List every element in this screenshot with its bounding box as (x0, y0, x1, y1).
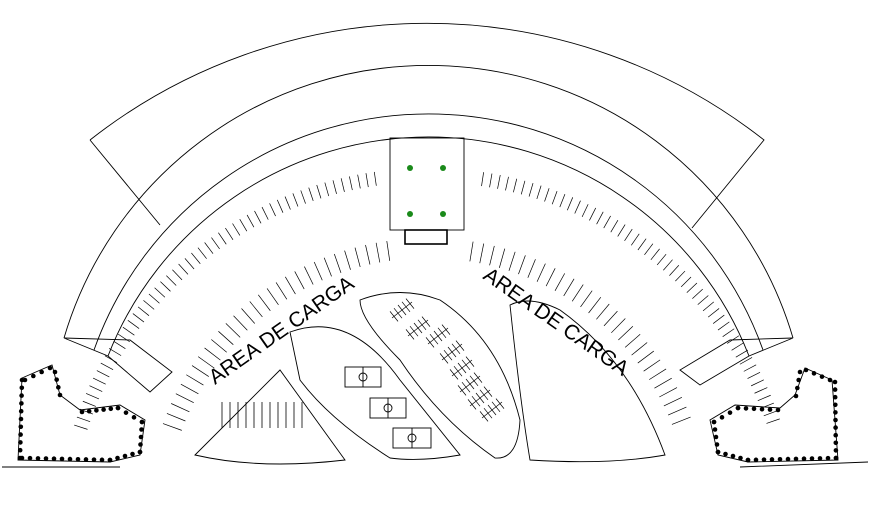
central-entry (404, 229, 448, 245)
building-inner-wall-2 (107, 136, 750, 357)
radial-parking-lines (74, 171, 780, 431)
central-plaza-trees (407, 165, 446, 217)
palm-trees (389, 298, 505, 422)
parking-lot-outline (194, 369, 346, 465)
garden-island-outline (359, 292, 521, 459)
court-2 (369, 397, 407, 419)
label-area-de-carga-right: AREA DE CARGA (479, 263, 633, 380)
building-outer-wall (63, 65, 794, 339)
sports-field-outline (289, 326, 461, 460)
ground-line (2, 461, 869, 468)
outer-canopy-outline (89, 22, 765, 229)
building-inner-wall (93, 113, 764, 351)
tree-dots (17, 365, 839, 463)
left-end-block (63, 337, 173, 393)
right-end-block (679, 337, 794, 386)
right-garden (709, 367, 839, 463)
court-1 (344, 366, 382, 388)
curved-island-outline (509, 300, 666, 463)
court-3 (392, 427, 432, 449)
central-block (389, 137, 465, 231)
parking-stalls (221, 402, 303, 428)
left-garden (17, 364, 146, 463)
